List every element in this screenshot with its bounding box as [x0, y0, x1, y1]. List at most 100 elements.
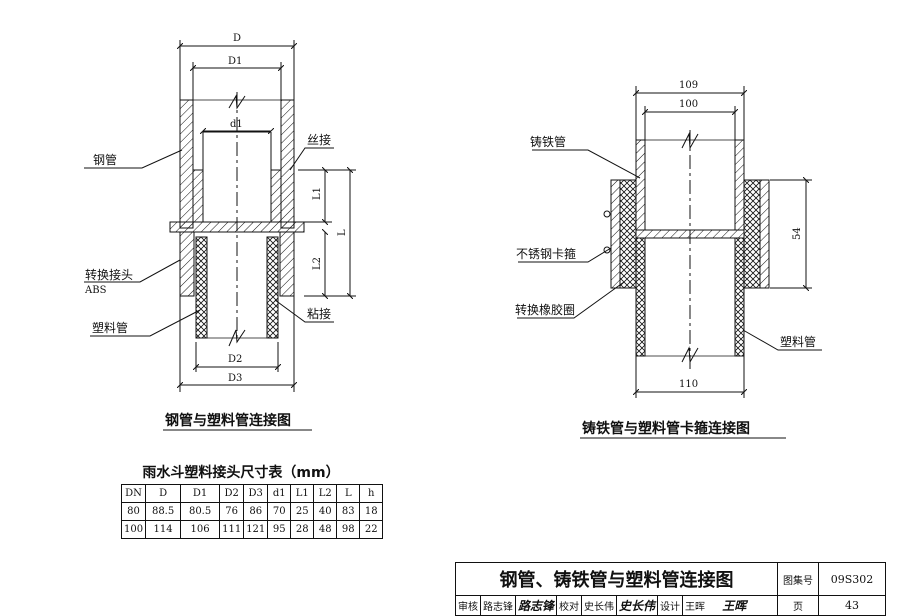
adapter-spigot-right — [270, 169, 282, 223]
table-cell: 80.5 — [180, 502, 221, 521]
reviewer-name: 路志锋 — [480, 595, 516, 616]
table-cell: 95 — [267, 520, 292, 539]
diagram1-title: 钢管与塑料管连接图 — [165, 412, 291, 429]
steel-pipe-wall-right — [280, 99, 295, 229]
table-cell: 22 — [359, 520, 384, 539]
diagram1-texts: D D1 d1 D2 D3 L1 L2 L 钢管 转换接头 ABS 塑料管 丝接… — [84, 33, 348, 431]
dim-109: 109 — [679, 80, 698, 91]
table-cell: 106 — [180, 520, 221, 539]
table-header-cell: L1 — [290, 484, 315, 503]
reviewer-signature: 路志锋 — [514, 595, 558, 616]
dim-110: 110 — [679, 379, 698, 390]
table-cell: 48 — [313, 520, 338, 539]
label-threaded: 丝接 — [307, 132, 331, 147]
diagram2-texts: 109 100 110 54 铸铁管 不锈钢卡箍 转换橡胶圈 塑料管 铸铁管与塑… — [515, 80, 816, 439]
plastic-pipe-wall-right — [266, 236, 279, 339]
label-adapter-material: ABS — [84, 285, 107, 296]
checker-name: 史长伟 — [581, 595, 618, 616]
leader-castiron — [532, 149, 641, 179]
break-mark-2-bottom — [681, 346, 699, 364]
label-plastic-pipe-2: 塑料管 — [780, 334, 816, 349]
table-cell: 40 — [313, 502, 338, 521]
table-cell: 86 — [243, 502, 269, 521]
steel-pipe-wall-left — [179, 99, 194, 229]
leader-plastic2 — [742, 329, 822, 351]
page-number: 43 — [818, 595, 887, 616]
table-cell: 100 — [120, 520, 147, 539]
table-cell: 80 — [120, 502, 147, 521]
plastic2-wall-right — [734, 237, 745, 357]
plastic-pipe-wall-left — [195, 236, 208, 339]
break-mark-bottom — [228, 329, 246, 347]
break-mark-2-top — [681, 132, 699, 150]
clamp-left — [610, 179, 621, 289]
table-cell: 121 — [243, 520, 269, 539]
table-header-cell: L2 — [313, 484, 338, 503]
table-cell: 25 — [290, 502, 315, 521]
dim-d1: d1 — [230, 119, 243, 130]
label-adapter: 转换接头 — [85, 267, 133, 282]
table-header-cell: D2 — [219, 484, 245, 503]
label-rubber-ring: 转换橡胶圈 — [515, 302, 575, 317]
table-row: 100 114 106 111 121 95 28 48 98 22 — [120, 520, 384, 539]
leader-clamp — [518, 247, 612, 263]
table-cell: 114 — [145, 520, 182, 539]
table-header-cell: h — [359, 484, 384, 503]
table-cell: 83 — [336, 502, 361, 521]
interface-gasket — [635, 229, 745, 239]
table-header-cell: DN — [120, 484, 147, 503]
table-cell: 111 — [219, 520, 245, 539]
dim-L1: L1 — [312, 187, 323, 200]
checker-signature: 史长伟 — [616, 595, 659, 616]
check-label: 校对 — [556, 595, 583, 616]
table-header-cell: D3 — [243, 484, 269, 503]
table-title: 雨水斗塑料接头尺寸表（mm） — [142, 465, 340, 481]
label-plastic-pipe: 塑料管 — [92, 320, 128, 335]
table-header-cell: D — [145, 484, 182, 503]
castiron-wall-left — [635, 139, 646, 231]
table-header-cell: L — [336, 484, 361, 503]
label-glued: 粘接 — [307, 306, 331, 321]
leader-adapter — [84, 259, 181, 283]
dim-L2: L2 — [312, 257, 323, 270]
diagram2-title: 铸铁管与塑料管卡箍连接图 — [582, 420, 750, 437]
design-label: 设计 — [657, 595, 684, 616]
leader-plastic-pipe — [90, 309, 201, 337]
leader-glued — [274, 299, 334, 323]
adapter-socket-left — [179, 231, 195, 297]
rubber-ring-left — [619, 179, 637, 289]
leader-steel-pipe — [84, 149, 183, 169]
diagram-castiron-plastic — [517, 86, 822, 398]
label-castiron-pipe: 铸铁管 — [530, 134, 566, 149]
dim-L: L — [337, 229, 348, 236]
table-header-cell: d1 — [267, 484, 292, 503]
table-cell: 76 — [219, 502, 245, 521]
castiron-wall-right — [734, 139, 745, 231]
dimension-table: DN D D1 D2 D3 d1 L1 L2 L h 80 88.5 80.5 … — [120, 484, 384, 539]
dim-D: D — [233, 33, 241, 44]
atlas-label: 图集号 — [777, 562, 820, 596]
label-steel-pipe: 钢管 — [93, 152, 117, 167]
rubber-ring-right — [743, 179, 761, 289]
table-header-row: DN D D1 D2 D3 d1 L1 L2 L h — [120, 484, 384, 503]
adapter-spigot-left — [192, 169, 204, 223]
dim-D3: D3 — [228, 373, 242, 384]
label-clamp: 不锈钢卡箍 — [516, 246, 576, 261]
leader-rubber-ring — [517, 281, 625, 319]
adapter-flange — [169, 221, 305, 233]
atlas-number: 09S302 — [818, 562, 887, 596]
leader-threaded — [289, 147, 334, 171]
adapter-socket-right — [279, 231, 295, 297]
table-cell: 88.5 — [145, 502, 182, 521]
review-label: 审核 — [455, 595, 481, 616]
table-row: 80 88.5 80.5 76 86 70 25 40 83 18 — [120, 502, 384, 521]
table-cell: 98 — [336, 520, 361, 539]
title-block: 钢管、铸铁管与塑料管连接图 图集号 09S302 审核 路志锋 路志锋 校对 史… — [454, 562, 887, 616]
table-cell: 28 — [290, 520, 315, 539]
dim-54: 54 — [792, 227, 803, 240]
clamp-right — [759, 179, 770, 289]
designer-name: 王晖 — [685, 602, 706, 613]
diagram-steel-plastic — [84, 40, 356, 392]
plastic2-wall-left — [635, 237, 646, 357]
